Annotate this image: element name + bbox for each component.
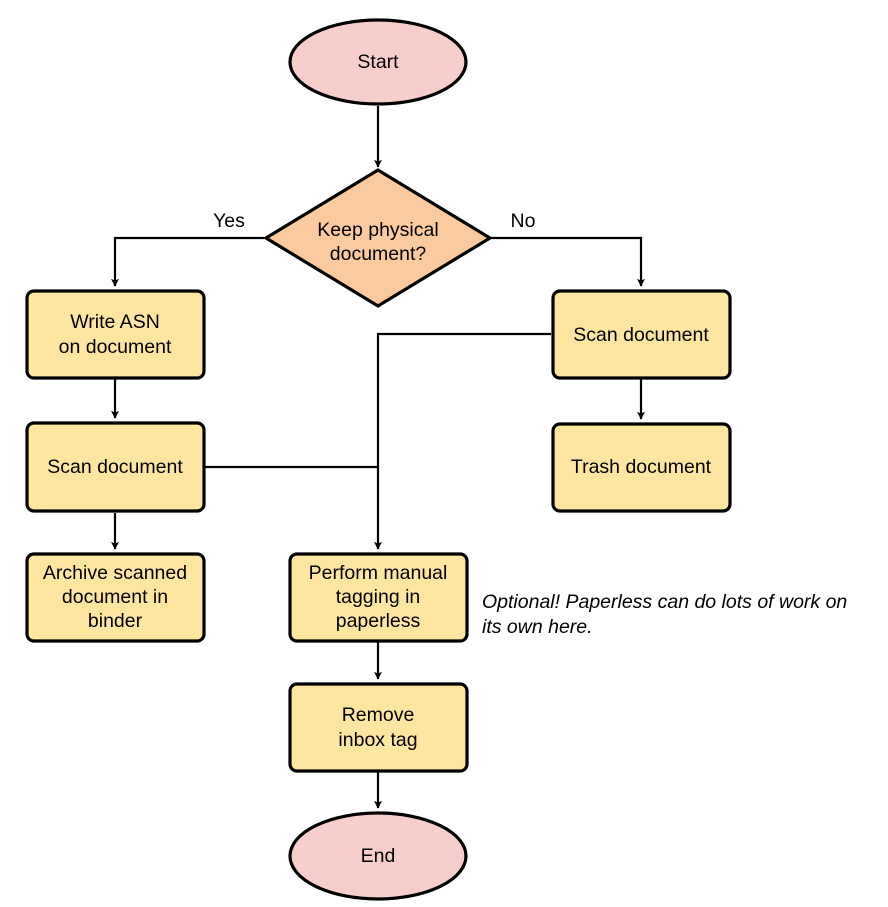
annotation-note: Optional! Paperless can do lots of work … (482, 591, 847, 638)
scan-left-box-shape (25, 421, 206, 513)
node-manual-tagging[interactable]: Perform manual tagging in paperless (288, 552, 469, 643)
annotation-line1: Optional! Paperless can do lots of work … (482, 591, 847, 613)
decision-label-line1: Keep physical (317, 219, 438, 241)
edge-decision-to-scan-right (491, 236, 645, 287)
manual-tagging-label-line3: paperless (336, 610, 421, 632)
archive-box-shape (25, 552, 206, 643)
edge-label-yes: Yes (213, 210, 245, 232)
node-scan-document-right[interactable]: Scan document (551, 289, 732, 380)
archive-label-line1: Archive scanned (43, 562, 187, 584)
edges-layer (111, 106, 645, 809)
write-asn-label-line1: Write ASN (70, 311, 160, 333)
write-asn-label-line2: on document (59, 336, 172, 358)
decision-diamond-shape (262, 168, 494, 308)
manual-tagging-box-shape (288, 552, 469, 643)
node-remove-inbox-tag[interactable]: Remove inbox tag (288, 682, 469, 773)
trash-box-shape (551, 422, 732, 513)
manual-tagging-label-line2: tagging in (336, 586, 421, 608)
start-label: Start (357, 51, 399, 73)
edge-labels-layer: Yes No (213, 210, 536, 232)
end-ellipse-shape (288, 811, 468, 901)
scan-right-label: Scan document (573, 324, 709, 346)
archive-label-line3: binder (88, 610, 143, 632)
remove-inbox-box-shape (288, 682, 469, 773)
annotation-line2: its own here. (482, 616, 593, 638)
node-scan-document-left[interactable]: Scan document (25, 421, 206, 513)
node-start[interactable]: Start (288, 18, 468, 106)
manual-tagging-label-line1: Perform manual (309, 562, 448, 584)
node-decision-keep-physical-document[interactable]: Keep physical document? (262, 168, 494, 308)
edge-decision-to-write-asn (111, 236, 264, 287)
start-ellipse-shape (288, 18, 468, 106)
node-archive-scanned-document[interactable]: Archive scanned document in binder (25, 552, 206, 643)
remove-inbox-label-line1: Remove (342, 704, 415, 726)
remove-inbox-label-line2: inbox tag (338, 729, 417, 751)
scan-right-box-shape (551, 289, 732, 380)
write-asn-box-shape (25, 289, 206, 380)
node-trash-document[interactable]: Trash document (551, 422, 732, 513)
node-write-asn[interactable]: Write ASN on document (25, 289, 206, 380)
decision-label-line2: document? (330, 243, 427, 265)
edge-scan-right-to-manual-tagging (374, 332, 551, 550)
end-label: End (361, 845, 396, 867)
scan-left-label: Scan document (47, 456, 183, 478)
trash-label: Trash document (571, 456, 712, 478)
edge-label-no: No (511, 210, 536, 232)
node-end[interactable]: End (288, 811, 468, 901)
archive-label-line2: document in (62, 586, 168, 608)
